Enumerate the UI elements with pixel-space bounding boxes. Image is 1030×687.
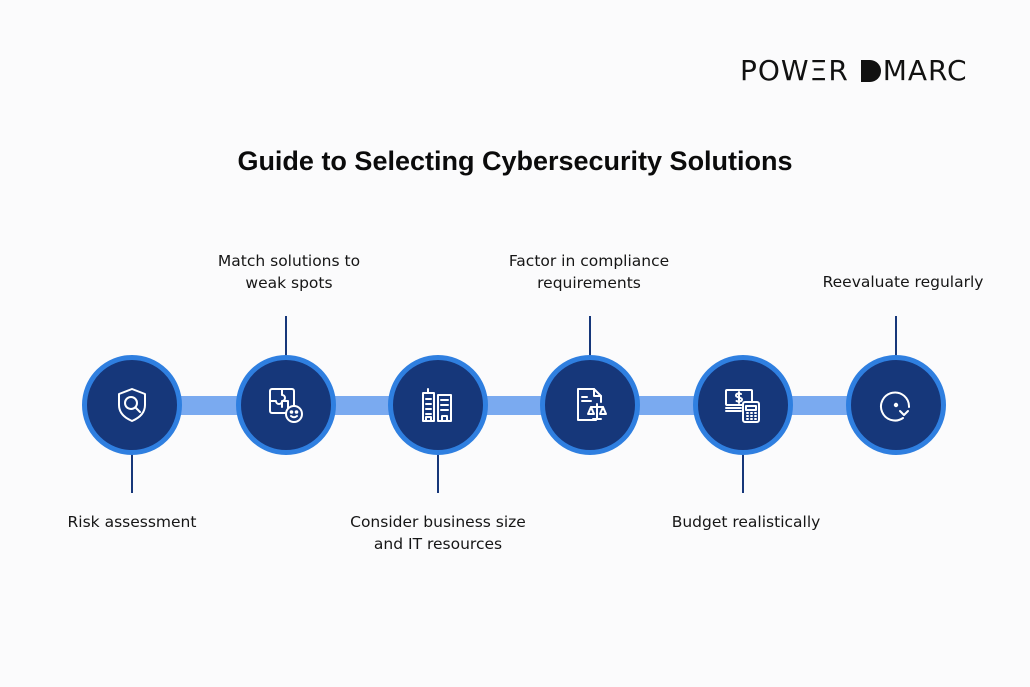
logo-text-pow: POW	[740, 54, 810, 87]
page-title: Guide to Selecting Cybersecurity Solutio…	[237, 146, 793, 176]
step-node-5	[693, 355, 793, 455]
document-scale-icon	[577, 388, 607, 421]
step-label-6-line1: Reevaluate regularly	[822, 273, 984, 291]
step-node-4	[540, 355, 640, 455]
step-label-1-line1: Risk assessment	[67, 513, 197, 531]
step-label-2: Match solutions to weak spots	[169, 250, 409, 294]
step-label-2-line1: Match solutions to	[217, 252, 361, 270]
step-label-1: Risk assessment	[12, 511, 252, 533]
logo-d-shape	[860, 60, 881, 82]
puzzle-face-icon	[269, 388, 303, 423]
money-calculator-icon	[725, 389, 760, 423]
circular-arrow-icon	[880, 391, 911, 422]
stem-2	[285, 316, 287, 360]
logo-text-marc: MARC	[882, 54, 968, 87]
step-label-3-line2: and IT resources	[373, 535, 503, 553]
logo-text-e: Ξ	[809, 54, 829, 87]
step-label-4-line1: Factor in compliance	[508, 252, 670, 270]
stem-1	[131, 450, 133, 493]
step-label-2-line2: weak spots	[245, 274, 333, 292]
stem-4	[589, 316, 591, 360]
step-node-2	[236, 355, 336, 455]
step-label-3: Consider business size and IT resources	[318, 511, 558, 555]
step-label-5: Budget realistically	[626, 511, 866, 533]
step-node-3	[388, 355, 488, 455]
step-label-4-line2: requirements	[537, 274, 641, 292]
stem-6	[895, 316, 897, 360]
powerdmarc-logo: POWΞR MARC	[740, 54, 968, 87]
step-label-6: Reevaluate regularly	[783, 271, 1023, 293]
buildings-icon	[422, 388, 452, 422]
step-node-6	[846, 355, 946, 455]
stem-5	[742, 450, 744, 493]
stem-3	[437, 450, 439, 493]
logo-text-r: R	[828, 54, 849, 87]
step-label-4: Factor in compliance requirements	[469, 250, 709, 294]
step-node-1	[82, 355, 182, 455]
step-label-3-line1: Consider business size	[350, 513, 526, 531]
shield-search-icon	[118, 388, 146, 422]
step-label-5-line1: Budget realistically	[671, 513, 821, 531]
